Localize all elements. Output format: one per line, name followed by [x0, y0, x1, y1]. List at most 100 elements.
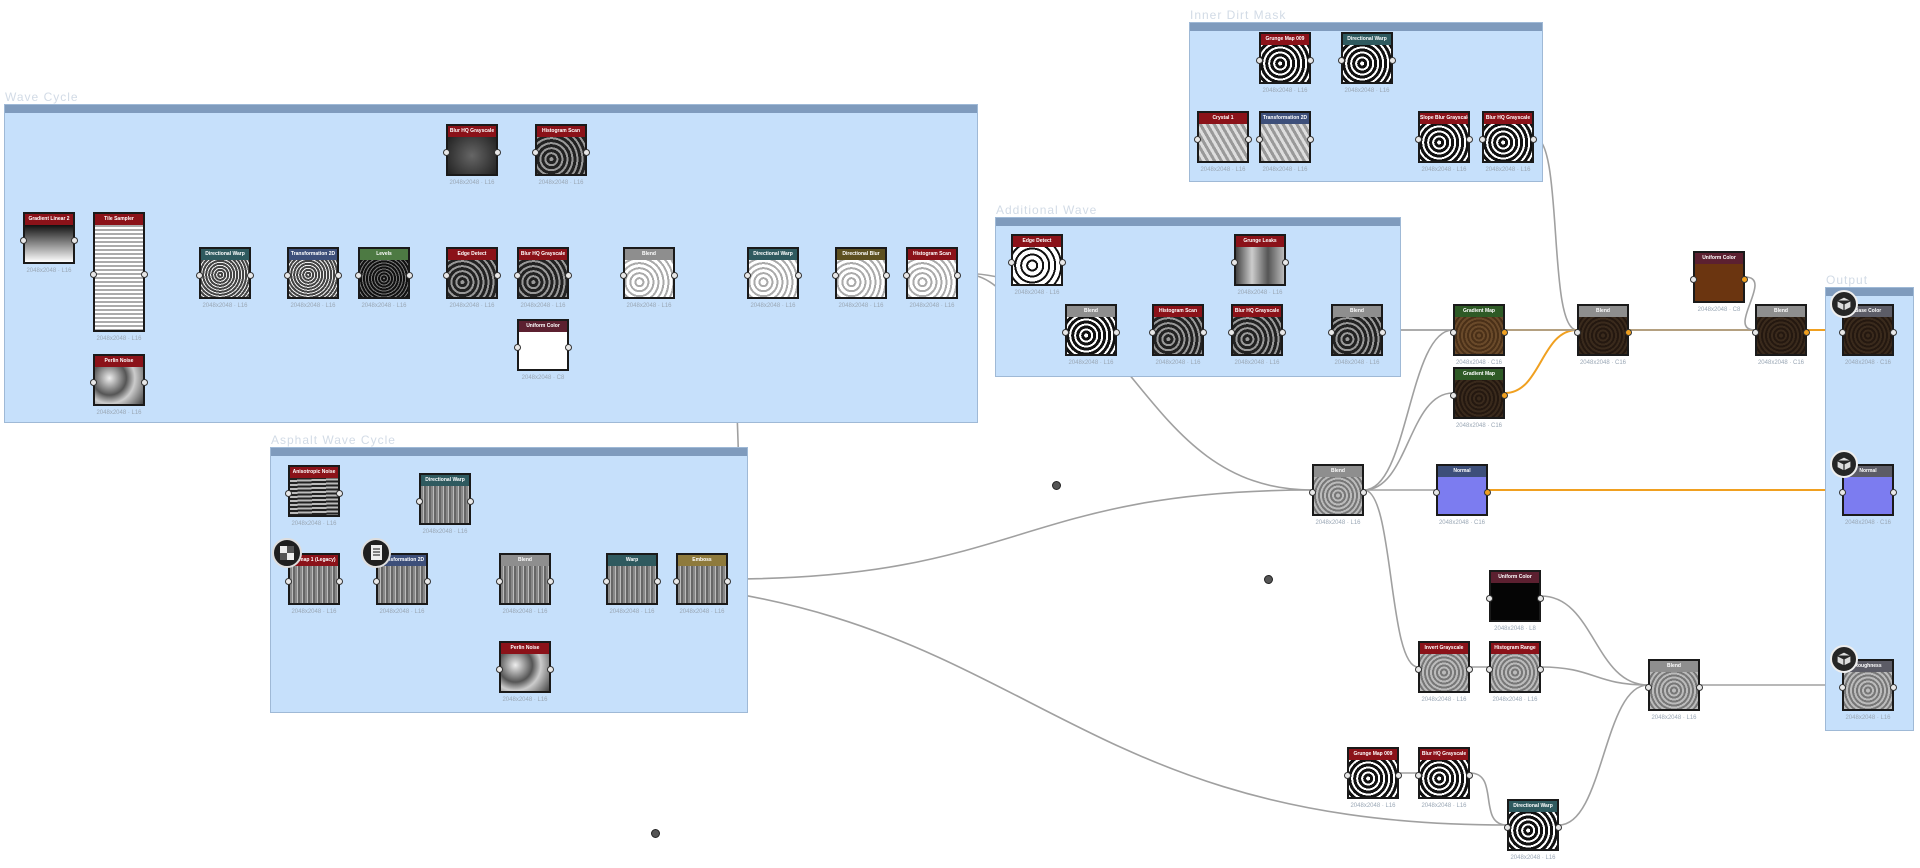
- input-port[interactable]: [1328, 329, 1335, 336]
- output-port[interactable]: [1379, 329, 1386, 336]
- output-port[interactable]: [565, 344, 572, 351]
- output-port[interactable]: [1625, 329, 1632, 336]
- input-port[interactable]: [1450, 329, 1457, 336]
- bitmap-checker-icon[interactable]: [272, 538, 302, 568]
- output-port[interactable]: [336, 578, 343, 585]
- input-port[interactable]: [1645, 684, 1652, 691]
- input-port[interactable]: [285, 578, 292, 585]
- input-port[interactable]: [1194, 136, 1201, 143]
- input-port[interactable]: [443, 149, 450, 156]
- output-port[interactable]: [1282, 259, 1289, 266]
- input-port[interactable]: [603, 578, 610, 585]
- input-port[interactable]: [903, 272, 910, 279]
- input-port[interactable]: [514, 344, 521, 351]
- output-port[interactable]: [1501, 392, 1508, 399]
- frame-bar[interactable]: [1190, 23, 1542, 31]
- output-port[interactable]: [1741, 276, 1748, 283]
- output-port[interactable]: [494, 149, 501, 156]
- reroute-dot[interactable]: [651, 829, 660, 838]
- output-port[interactable]: [583, 149, 590, 156]
- input-port[interactable]: [1415, 772, 1422, 779]
- input-port[interactable]: [1256, 136, 1263, 143]
- output-port[interactable]: [1466, 136, 1473, 143]
- output-port[interactable]: [424, 578, 431, 585]
- input-port[interactable]: [1450, 392, 1457, 399]
- output-port[interactable]: [1200, 329, 1207, 336]
- output-port[interactable]: [1696, 684, 1703, 691]
- output-port[interactable]: [1307, 136, 1314, 143]
- output-port[interactable]: [547, 666, 554, 673]
- output-port[interactable]: [1501, 329, 1508, 336]
- input-port[interactable]: [1839, 329, 1846, 336]
- output-port[interactable]: [1890, 329, 1897, 336]
- document-icon[interactable]: [361, 538, 391, 568]
- output-port[interactable]: [565, 272, 572, 279]
- input-port[interactable]: [373, 578, 380, 585]
- frame-bar[interactable]: [271, 448, 747, 456]
- connection-wire[interactable]: [727, 489, 1313, 580]
- frame-bar[interactable]: [1826, 288, 1913, 296]
- output-port[interactable]: [1890, 489, 1897, 496]
- input-port[interactable]: [284, 272, 291, 279]
- output-port[interactable]: [883, 272, 890, 279]
- input-port[interactable]: [1256, 57, 1263, 64]
- input-port[interactable]: [1574, 329, 1581, 336]
- output-port[interactable]: [1389, 57, 1396, 64]
- connection-wire[interactable]: [1469, 772, 1508, 826]
- output-port[interactable]: [494, 272, 501, 279]
- reroute-dot[interactable]: [1264, 575, 1273, 584]
- input-port[interactable]: [673, 578, 680, 585]
- output-port[interactable]: [547, 578, 554, 585]
- input-port[interactable]: [20, 237, 27, 244]
- output-port[interactable]: [1466, 772, 1473, 779]
- input-port[interactable]: [832, 272, 839, 279]
- input-port[interactable]: [196, 272, 203, 279]
- connection-wire[interactable]: [1533, 136, 1578, 331]
- output-port[interactable]: [1279, 329, 1286, 336]
- connection-wire[interactable]: [1540, 595, 1649, 686]
- output-port[interactable]: [71, 237, 78, 244]
- input-port[interactable]: [90, 271, 97, 278]
- input-port[interactable]: [90, 379, 97, 386]
- output-port[interactable]: [247, 272, 254, 279]
- output-port[interactable]: [1395, 772, 1402, 779]
- input-port[interactable]: [1752, 329, 1759, 336]
- input-port[interactable]: [1309, 489, 1316, 496]
- output-port[interactable]: [1537, 595, 1544, 602]
- output-port[interactable]: [141, 379, 148, 386]
- input-port[interactable]: [1415, 666, 1422, 673]
- reroute-dot[interactable]: [1052, 481, 1061, 490]
- output-port[interactable]: [954, 272, 961, 279]
- output-port[interactable]: [654, 578, 661, 585]
- output-port[interactable]: [1890, 684, 1897, 691]
- input-port[interactable]: [1228, 329, 1235, 336]
